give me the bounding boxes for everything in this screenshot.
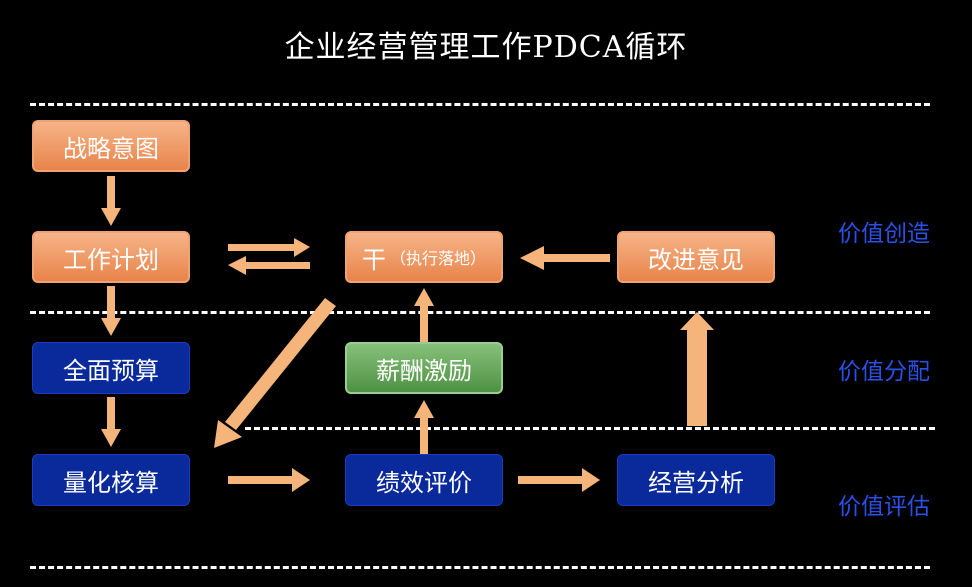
box-improve-label: 改进意见	[648, 245, 744, 274]
box-budget-label: 全面预算	[63, 356, 159, 385]
separator-lower	[245, 427, 935, 430]
box-execute-sublabel: （执行落地）	[389, 249, 486, 268]
box-analysis-label: 经营分析	[648, 468, 744, 497]
arrow-plan-to-execute	[228, 238, 310, 257]
separator-bottom	[30, 566, 930, 569]
separator-upper	[30, 311, 930, 314]
box-improve: 改进意见	[617, 231, 775, 283]
diagram-title: 企业经营管理工作PDCA循环	[284, 30, 688, 65]
box-incentive: 薪酬激励	[345, 342, 503, 394]
box-accounting-label: 量化核算	[63, 468, 159, 497]
box-accounting: 量化核算	[32, 454, 190, 506]
arrow-analysis-to-improve	[680, 312, 714, 426]
box-work-plan: 工作计划	[32, 231, 190, 283]
arrow-execute-to-plan	[228, 256, 310, 275]
arrow-incentive-to-execute	[414, 288, 434, 342]
level-label-create: 价值创造	[838, 221, 930, 247]
level-label-distribute: 价值分配	[838, 359, 930, 385]
box-analysis: 经营分析	[617, 454, 775, 506]
arrow-strategy-to-plan	[101, 176, 121, 226]
arrow-budget-to-accounting	[101, 397, 121, 447]
arrow-plan-to-budget	[101, 286, 121, 336]
arrow-accounting-to-performance	[228, 468, 310, 492]
box-budget: 全面预算	[32, 342, 190, 394]
box-execute: 干 （执行落地）	[345, 231, 503, 283]
separator-top	[30, 103, 930, 106]
box-performance-label: 绩效评价	[376, 468, 472, 497]
box-work-plan-label: 工作计划	[63, 245, 159, 274]
box-performance: 绩效评价	[345, 454, 503, 506]
arrow-improve-to-execute	[520, 246, 610, 270]
arrow-execute-to-accounting	[214, 298, 336, 448]
box-incentive-label: 薪酬激励	[376, 356, 472, 385]
arrow-performance-to-analysis	[518, 468, 600, 492]
level-label-evaluate: 价值评估	[838, 494, 930, 520]
box-strategy: 战略意图	[32, 120, 190, 172]
box-strategy-label: 战略意图	[63, 134, 159, 163]
box-execute-label: 干	[361, 245, 386, 274]
arrow-performance-to-incentive	[414, 400, 434, 454]
